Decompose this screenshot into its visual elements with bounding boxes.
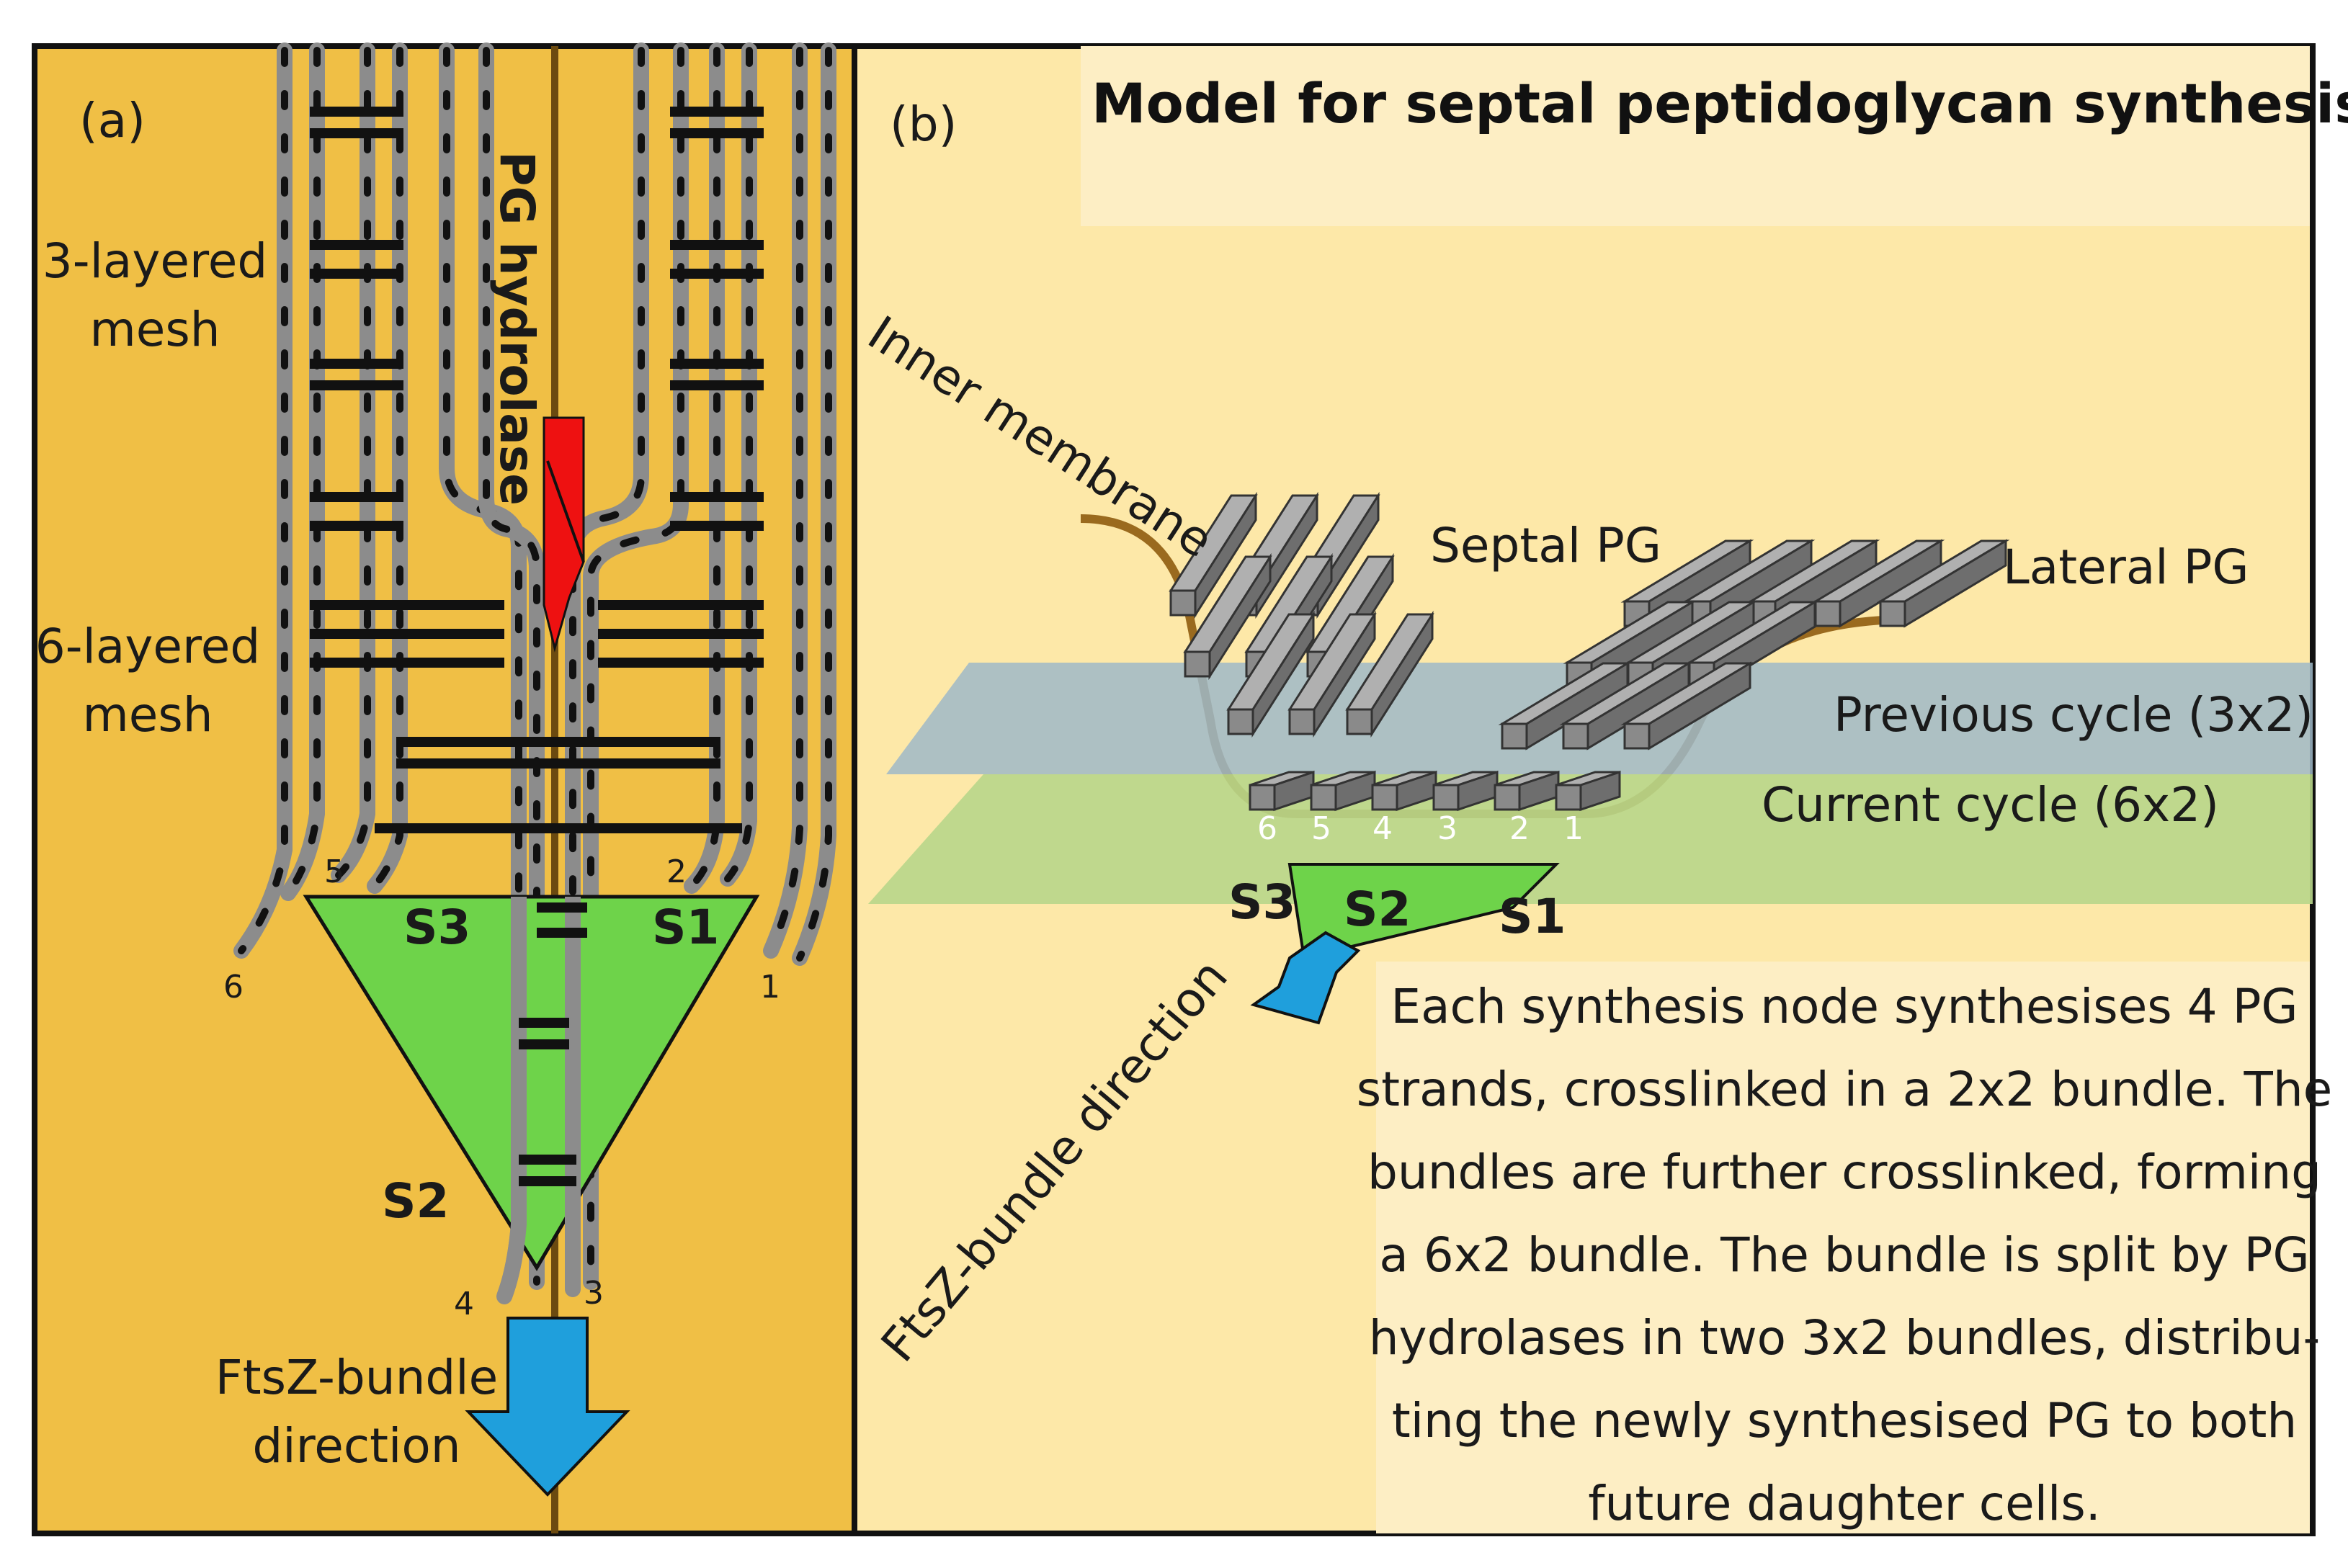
ftsz-direction-arrow-b bbox=[1250, 931, 1361, 1025]
lateral-pg-label: Lateral PG bbox=[2003, 539, 2249, 595]
node-s1-label-b: S1 bbox=[1499, 889, 1566, 944]
mesh-mid-label-line1: 6-layered bbox=[35, 619, 260, 674]
strand-number-1: 1 bbox=[760, 969, 780, 1005]
lateral-bar-low-2 bbox=[1620, 661, 1754, 751]
caption-box bbox=[1376, 962, 2310, 1533]
septal-bar-low-0 bbox=[1226, 610, 1316, 738]
strand-number-b-5: 5 bbox=[1311, 810, 1331, 847]
crosslinks bbox=[310, 107, 764, 1186]
caption-line-3: bundles are further crosslinked, forming bbox=[1367, 1144, 2321, 1200]
caption-line-5: hydrolases in two 3x2 bundles, distribu- bbox=[1369, 1310, 2321, 1366]
mesh-mid-label-line2: mesh bbox=[82, 687, 213, 743]
strand-number-4: 4 bbox=[454, 1286, 474, 1322]
caption-text: Each synthesis node synthesises 4 PG str… bbox=[1357, 979, 2333, 1531]
caption-line-7: future daughter cells. bbox=[1588, 1476, 2100, 1531]
current-cycle-plane bbox=[868, 774, 2313, 904]
panel-a: (a) 3-layered mesh 6-layered mesh PG hyd… bbox=[32, 42, 857, 1536]
hydrolase-edge bbox=[546, 460, 585, 563]
node-s3-label-b: S3 bbox=[1228, 874, 1295, 930]
panel-b-title: Model for septal peptidoglycan synthesis bbox=[1092, 71, 2348, 135]
direction-label-a-line1: FtsZ-bundle bbox=[215, 1350, 499, 1405]
strand-number-b-1: 1 bbox=[1563, 810, 1584, 847]
panel-a-label: (a) bbox=[79, 93, 146, 148]
septal-bar-mid-0 bbox=[1183, 552, 1272, 681]
septal-bar-top-0 bbox=[1169, 491, 1258, 619]
strand-number-3: 3 bbox=[584, 1275, 604, 1312]
strand-number-6: 6 bbox=[223, 969, 244, 1005]
septal-pg-stack bbox=[1169, 491, 1434, 738]
panel-b-label: (b) bbox=[890, 97, 957, 152]
panel-b: Model for septal peptidoglycan synthesis… bbox=[852, 43, 2348, 1536]
current-bar-0 bbox=[1249, 770, 1315, 812]
caption-line-6: ting the newly synthesised PG to both bbox=[1392, 1393, 2297, 1448]
current-cycle-label: Current cycle (6x2) bbox=[1762, 777, 2219, 833]
synthesis-node-triangle bbox=[303, 895, 760, 1271]
mesh-top-label-line1: 3-layered bbox=[43, 233, 267, 289]
caption-line-4: a 6x2 bundle. The bundle is split by PG bbox=[1379, 1227, 2309, 1283]
strands-over-node bbox=[496, 897, 587, 1299]
strand-number-2: 2 bbox=[666, 854, 687, 890]
lateral-bar-low-0 bbox=[1498, 661, 1632, 751]
strand-number-b-2: 2 bbox=[1509, 810, 1530, 847]
septal-bar-low-1 bbox=[1287, 610, 1377, 738]
strand-number-b-4: 4 bbox=[1372, 810, 1393, 847]
ftsz-direction-arrow-a bbox=[465, 1317, 630, 1497]
caption-line-2: strands, crosslinked in a 2x2 bundle. Th… bbox=[1357, 1062, 2333, 1117]
node-s1-label-a: S1 bbox=[652, 900, 719, 955]
septal-pg-label: Septal PG bbox=[1430, 518, 1661, 573]
caption-line-1: Each synthesis node synthesises 4 PG bbox=[1391, 979, 2298, 1034]
direction-label-a-line2: direction bbox=[252, 1418, 460, 1474]
lateral-bar-top-4 bbox=[1876, 539, 2010, 628]
pg-hydrolase-label: PG hydrolase bbox=[489, 151, 545, 506]
current-cycle-bundle bbox=[1249, 770, 1621, 812]
synthesis-node-b bbox=[1287, 863, 1560, 960]
node-s3-label-a: S3 bbox=[403, 900, 470, 955]
title-box bbox=[1081, 46, 2310, 226]
node-s2-label-b: S2 bbox=[1344, 882, 1411, 937]
node-s2-label-a: S2 bbox=[382, 1173, 449, 1229]
strand-number-b-6: 6 bbox=[1257, 810, 1277, 847]
strand-number-b-3: 3 bbox=[1437, 810, 1458, 847]
septal-bar-low-2 bbox=[1345, 610, 1434, 738]
strand-number-5: 5 bbox=[324, 854, 344, 890]
current-bar-4 bbox=[1494, 770, 1560, 812]
previous-cycle-label: Previous cycle (3x2) bbox=[1834, 687, 2313, 743]
current-bar-5 bbox=[1555, 770, 1621, 812]
mesh-top-label-line2: mesh bbox=[89, 302, 220, 357]
lateral-pg-stack bbox=[1498, 539, 2010, 751]
